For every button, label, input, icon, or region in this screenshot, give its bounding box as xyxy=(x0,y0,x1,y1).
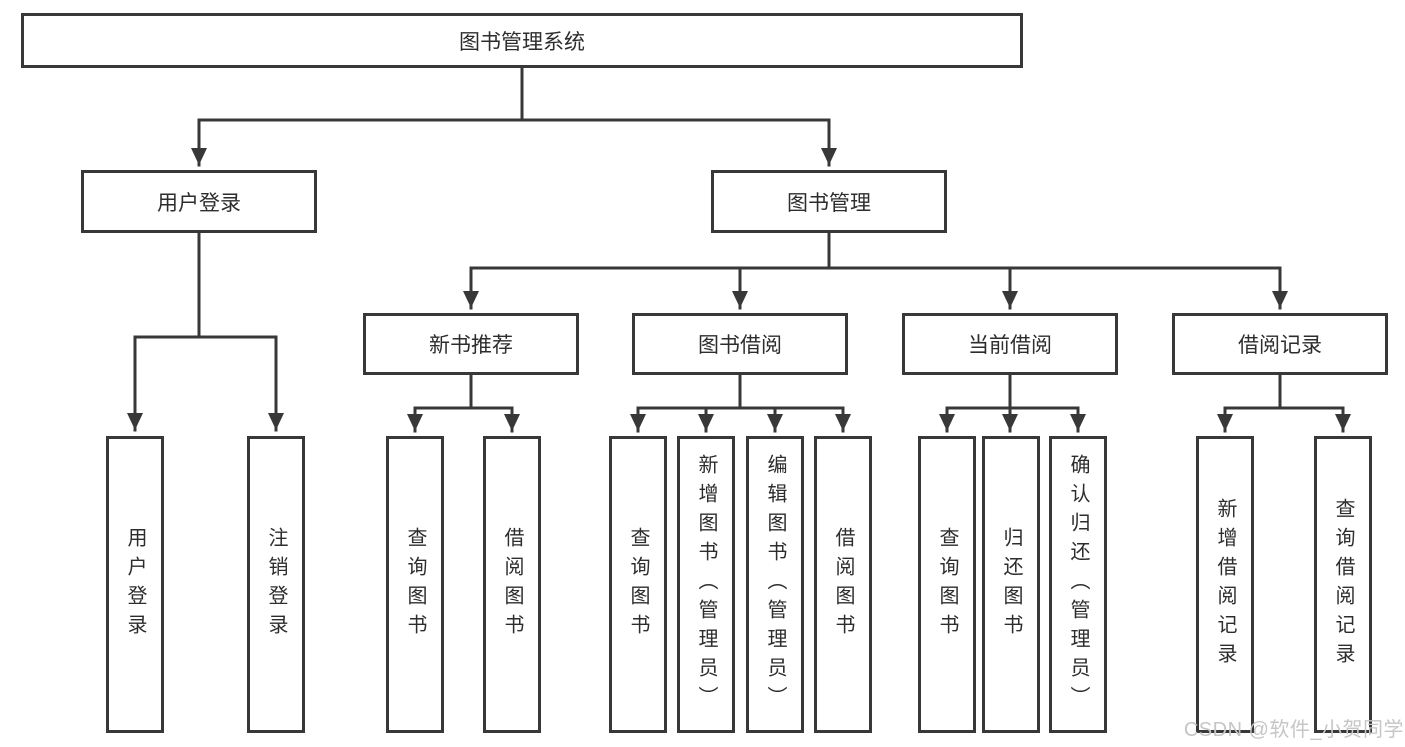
node-label: 借阅记录 xyxy=(1238,334,1322,357)
node-label: 图书借阅 xyxy=(698,334,782,357)
node-add-borrow-record: 新增借阅记录 xyxy=(1196,436,1254,733)
node-query-books-recommend: 查询图书 xyxy=(386,436,444,733)
node-label: 借阅图书 xyxy=(501,526,523,643)
node-book-borrowing: 图书借阅 xyxy=(632,313,848,375)
node-borrowing-records: 借阅记录 xyxy=(1172,313,1388,375)
node-label: 查询图书 xyxy=(936,526,958,643)
node-borrow-books-recommend: 借阅图书 xyxy=(483,436,541,733)
node-logout-action: 注销登录 xyxy=(247,436,305,733)
node-label: 查询图书 xyxy=(404,526,426,643)
node-query-books-borrowing: 查询图书 xyxy=(609,436,667,733)
node-label: 注销登录 xyxy=(265,526,287,643)
node-borrow-books-borrowing: 借阅图书 xyxy=(814,436,872,733)
node-label: 新增借阅记录 xyxy=(1214,497,1236,672)
node-library-management-system: 图书管理系统 xyxy=(21,13,1023,68)
node-label: 借阅图书 xyxy=(832,526,854,643)
node-label: 用户登录 xyxy=(157,191,241,215)
csdn-watermark: CSDN @软件_小贺同学 xyxy=(1183,719,1404,741)
node-edit-books-admin: 编辑图书（管理员） xyxy=(746,436,804,733)
node-label: 归还图书 xyxy=(1000,526,1022,643)
node-label: 确认归还（管理员） xyxy=(1067,454,1089,715)
node-label: 用户登录 xyxy=(124,526,146,643)
node-current-borrowing: 当前借阅 xyxy=(902,313,1118,375)
node-label: 图书管理系统 xyxy=(459,30,585,54)
node-user-login-action: 用户登录 xyxy=(106,436,164,733)
node-confirm-return-admin: 确认归还（管理员） xyxy=(1049,436,1107,733)
node-book-management: 图书管理 xyxy=(711,170,947,233)
node-user-login: 用户登录 xyxy=(81,170,317,233)
node-query-borrow-record: 查询借阅记录 xyxy=(1314,436,1372,733)
node-add-books-admin: 新增图书（管理员） xyxy=(677,436,735,733)
node-new-book-recommendation: 新书推荐 xyxy=(363,313,579,375)
node-label: 编辑图书（管理员） xyxy=(764,454,786,715)
node-label: 查询图书 xyxy=(627,526,649,643)
node-label: 图书管理 xyxy=(787,191,871,215)
node-query-books-current: 查询图书 xyxy=(918,436,976,733)
node-label: 当前借阅 xyxy=(968,334,1052,357)
node-label: 新书推荐 xyxy=(429,334,513,357)
node-return-books: 归还图书 xyxy=(982,436,1040,733)
node-label: 查询借阅记录 xyxy=(1332,497,1354,672)
node-label: 新增图书（管理员） xyxy=(695,454,717,715)
